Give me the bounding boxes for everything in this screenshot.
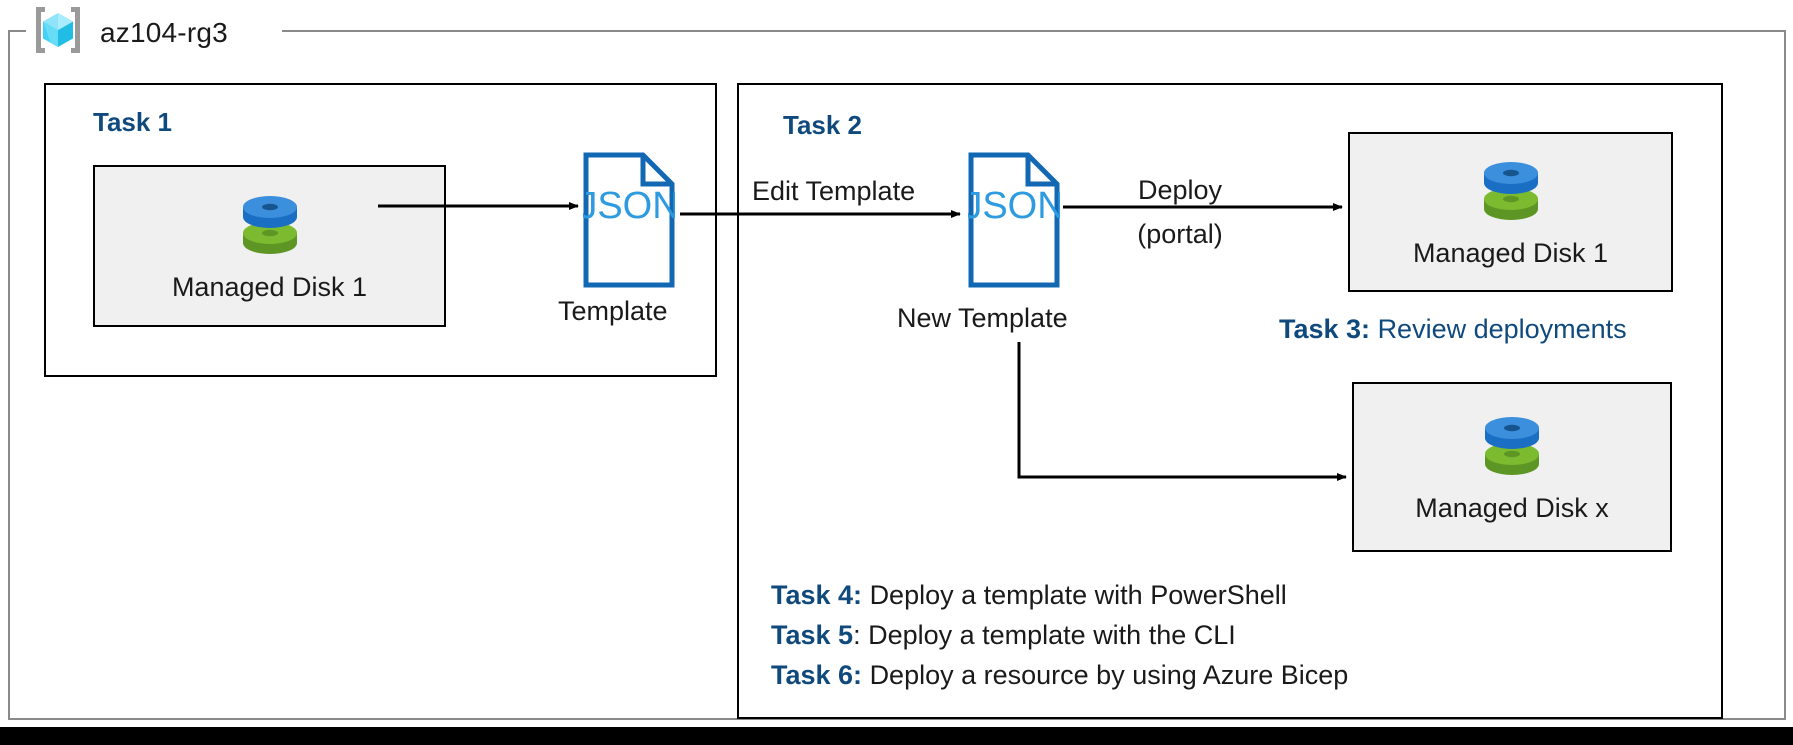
task-2-disk-1-caption: Managed Disk 1 bbox=[1412, 238, 1609, 268]
resource-group-header: az104-rg3 bbox=[30, 2, 228, 63]
task-5-key: Task 5 bbox=[771, 620, 854, 650]
task-2-disk-x-caption: Managed Disk x bbox=[1415, 493, 1609, 523]
task-3-note: Task 3: Review deployments bbox=[1279, 314, 1627, 345]
deploy-arrow-label-line1: Deploy bbox=[1137, 175, 1223, 205]
task-4-key: Task 4: bbox=[771, 580, 863, 610]
svg-text:JSON: JSON bbox=[583, 185, 675, 227]
deploy-arrow-label-portal: (portal) bbox=[1100, 218, 1260, 251]
task-1-disk-caption: Managed Disk 1 bbox=[171, 272, 368, 302]
task-5-note: Task 5: Deploy a template with the CLI bbox=[771, 620, 1236, 651]
task-5-text: : Deploy a template with the CLI bbox=[853, 620, 1236, 650]
bottom-bar bbox=[0, 727, 1793, 745]
resource-group-frame bbox=[8, 30, 1786, 720]
task-2-managed-disk-1-box: Managed Disk 1 bbox=[1348, 132, 1673, 292]
template-json-document: JSON bbox=[578, 152, 680, 293]
managed-disk-icon bbox=[237, 189, 303, 266]
managed-disk-icon bbox=[1479, 410, 1545, 487]
new-template-json-document: JSON bbox=[963, 152, 1065, 293]
task-2-managed-disk-x-box: Managed Disk x bbox=[1352, 382, 1672, 552]
resource-group-name: az104-rg3 bbox=[100, 16, 228, 48]
task-4-note: Task 4: Deploy a template with PowerShel… bbox=[771, 580, 1287, 611]
task-3-text: Review deployments bbox=[1377, 314, 1627, 344]
task-1-label: Task 1 bbox=[93, 107, 173, 137]
new-template-caption: New Template bbox=[897, 303, 1068, 333]
template-caption: Template bbox=[558, 296, 668, 326]
task-2-label: Task 2 bbox=[783, 110, 863, 140]
managed-disk-icon bbox=[1478, 155, 1544, 232]
svg-text:JSON: JSON bbox=[968, 185, 1060, 227]
deploy-arrow-label-line2: (portal) bbox=[1137, 219, 1223, 249]
task-6-text: Deploy a resource by using Azure Bicep bbox=[869, 660, 1349, 690]
task-4-text: Deploy a template with PowerShell bbox=[869, 580, 1287, 610]
task-6-note: Task 6: Deploy a resource by using Azure… bbox=[771, 660, 1348, 691]
azure-resource-group-icon bbox=[30, 2, 86, 63]
task-6-key: Task 6: bbox=[771, 660, 863, 690]
deploy-arrow-label: Deploy bbox=[1100, 174, 1260, 207]
task-1-managed-disk-box: Managed Disk 1 bbox=[93, 165, 446, 327]
edit-template-arrow-label: Edit Template bbox=[752, 176, 916, 206]
task-3-key: Task 3: bbox=[1279, 314, 1371, 344]
